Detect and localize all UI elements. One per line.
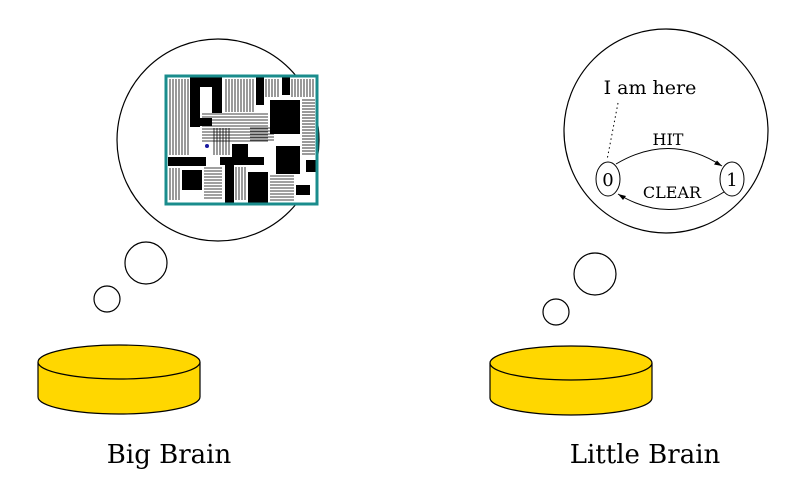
little-thought-dot-small — [542, 298, 570, 326]
maze-walls — [168, 77, 316, 203]
maze-map — [164, 74, 319, 206]
maze-border — [164, 74, 319, 206]
big-brain-group: Big Brain — [37, 38, 320, 470]
state-0-node — [595, 161, 621, 197]
little-brain-disk — [489, 345, 653, 416]
little-brain-caption: Little Brain — [570, 440, 721, 470]
agent-position-dot — [205, 144, 209, 148]
hit-label: HIT — [653, 130, 684, 149]
hit-transition-arrow — [615, 148, 723, 167]
pointer-leader — [606, 102, 619, 161]
little-thought-dot-large — [573, 252, 617, 296]
state-1-node — [719, 161, 745, 197]
big-thought-dot-large — [124, 241, 168, 285]
clear-label: CLEAR — [643, 183, 702, 202]
big-brain-disk — [37, 344, 201, 415]
hit-arrowhead — [714, 160, 722, 166]
state-0-label: 0 — [602, 170, 613, 191]
clear-transition-arrow — [617, 191, 725, 210]
little-brain-group: I am here 0 1 HIT CLEAR Little Brain — [489, 28, 769, 470]
clear-arrowhead — [618, 194, 626, 200]
big-thought-dot-small — [93, 285, 121, 313]
pointer-label: I am here — [604, 77, 697, 99]
maze-corridors — [169, 79, 315, 201]
big-brain-caption: Big Brain — [107, 440, 232, 470]
state-1-label: 1 — [726, 170, 737, 191]
